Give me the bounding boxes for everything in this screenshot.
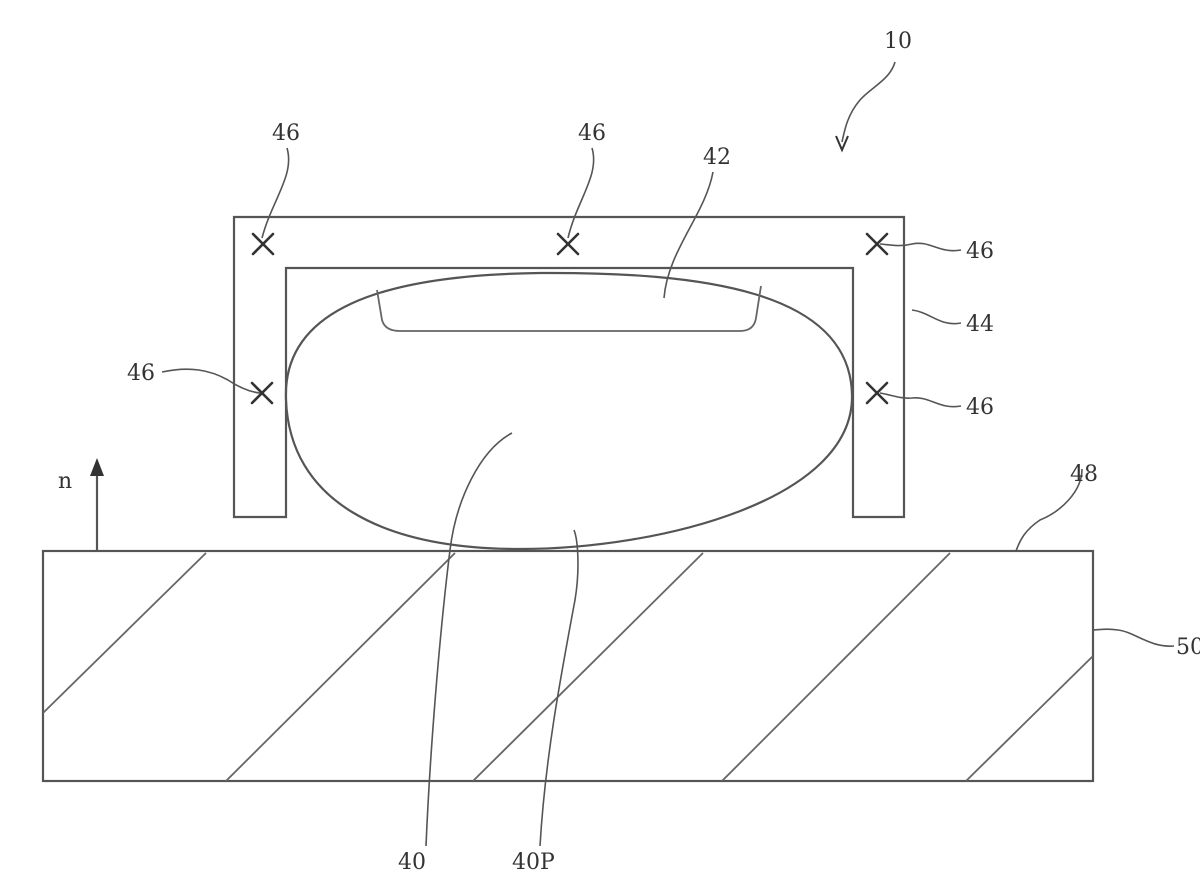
x-mark-left: [250, 381, 274, 405]
base-hatching: [43, 552, 1093, 781]
module-body: [284, 271, 854, 551]
label-base: 50: [1176, 635, 1200, 660]
frame: [232, 215, 906, 519]
label-point-top-right: 46: [966, 239, 994, 264]
base-block: [41, 549, 1095, 783]
label-point-right: 46: [966, 395, 994, 420]
label-point-left: 46: [127, 361, 155, 386]
label-region: 42: [703, 145, 731, 170]
x-mark-top-middle: [556, 232, 580, 256]
label-device: 10: [884, 29, 912, 54]
device-arrow: [835, 61, 896, 153]
label-point-top-middle: 46: [578, 121, 606, 146]
label-surface: 48: [1070, 462, 1098, 487]
label-normal: n: [58, 469, 72, 494]
label-point-top-left: 46: [272, 121, 300, 146]
x-mark-top-left: [251, 232, 275, 256]
x-mark-right: [865, 381, 889, 405]
inner-region: [376, 285, 762, 332]
x-mark-top-right: [865, 232, 889, 256]
label-module: 40: [398, 850, 426, 875]
normal-arrow: [90, 458, 104, 551]
leader-lines: [161, 147, 1175, 847]
label-frame: 44: [966, 312, 994, 337]
label-module-surface: 40P: [512, 850, 555, 875]
